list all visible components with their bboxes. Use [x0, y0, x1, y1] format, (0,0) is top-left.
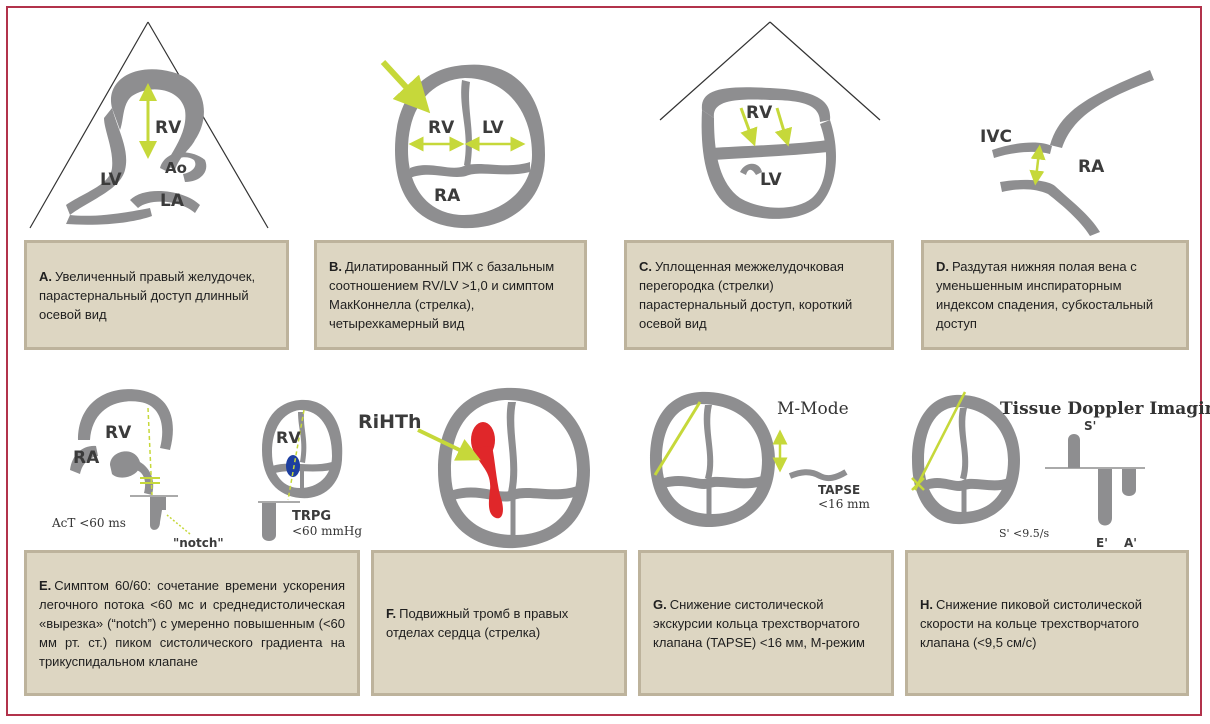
valve-ring-e — [110, 451, 140, 477]
notch-arrow-e — [167, 515, 190, 534]
panel-f-illustration: RiHTh — [358, 388, 590, 548]
caption-g-letter: G. — [653, 597, 667, 612]
label-ra-e: RA — [73, 448, 100, 468]
caption-g: G.Снижение систолической экскурсии кольц… — [638, 550, 894, 696]
thrombus-tail-f — [473, 446, 503, 518]
label-e-prime-h: E' — [1096, 536, 1108, 550]
caption-h: H.Снижение пиковой систолической скорост… — [905, 550, 1189, 696]
caption-h-letter: H. — [920, 597, 933, 612]
mcconnell-arrow-b — [383, 62, 418, 100]
valve-plane-h — [926, 478, 1008, 491]
panel-a-illustration: RV Ao LV LA — [30, 22, 268, 228]
a-wave-h — [1122, 469, 1136, 496]
label-trpg-val-e: <60 mmHg — [292, 524, 362, 538]
septum-h — [959, 408, 969, 480]
label-act-e: AcT <60 ms — [51, 516, 126, 530]
label-s-prime-h: S' — [1084, 419, 1096, 433]
label-la-a: LA — [160, 191, 185, 211]
mmode-trace-g — [790, 472, 846, 478]
panel-h-illustration: Tissue Doppler Imaging S' E' A' S' <9.5/… — [912, 392, 1210, 550]
label-lv-c: LV — [760, 170, 782, 190]
septum-arrow-2-c — [777, 108, 786, 138]
label-trpg-e: TRPG — [292, 509, 331, 524]
ra-upper-wall-d — [1050, 70, 1154, 148]
label-rv1-e: RV — [105, 423, 132, 443]
label-tdi-h: Tissue Doppler Imaging — [1000, 399, 1210, 419]
caption-a-text: Увеличенный правый желудочек, парастерна… — [39, 269, 255, 322]
panel-e-illustration: RV RA AcT <60 ms "notch" — [51, 389, 224, 550]
label-ivc-d: IVC — [980, 127, 1012, 147]
lv-indent-c — [740, 164, 762, 175]
label-lv-b: LV — [482, 118, 504, 138]
lv-wall-c — [702, 110, 836, 219]
caption-b-text: Дилатированный ПЖ с базальным соотношени… — [329, 259, 554, 331]
valve-plane-g — [664, 476, 762, 489]
ivc-diameter-arrow-d — [1036, 152, 1039, 178]
caption-f: F.Подвижный тромб в правых отделах сердц… — [371, 550, 627, 696]
label-ao-a: Ao — [165, 159, 187, 177]
label-ra-b: RA — [434, 186, 461, 206]
caption-c: C.Уплощенная межжелудочковая перегородка… — [624, 240, 894, 350]
label-tapse-val-g: <16 mm — [818, 497, 871, 511]
caption-e-letter: E. — [39, 578, 51, 593]
tr-envelope-e2 — [262, 503, 276, 541]
label-rihth-f: RiHTh — [358, 411, 422, 433]
e-wave-h — [1098, 469, 1112, 526]
caption-d-letter: D. — [936, 259, 949, 274]
caption-c-letter: C. — [639, 259, 652, 274]
ivc-lower-d — [1000, 180, 1100, 236]
panel-d-illustration: IVC RA — [980, 70, 1154, 236]
doppler-envelope-e — [150, 497, 166, 530]
label-rv-c: RV — [746, 103, 773, 123]
caption-e: E.Симптом 60/60: сочетание времени ускор… — [24, 550, 360, 696]
caption-f-text: Подвижный тромб в правых отделах сердца … — [386, 606, 568, 640]
panel-e2-illustration: RV TRPG <60 mmHg — [258, 400, 362, 541]
label-lv-a: LV — [100, 170, 122, 190]
label-rv-a: RV — [155, 118, 182, 138]
caption-c-text: Уплощенная межжелудочковая перегородка (… — [639, 259, 852, 331]
caption-a: A.Увеличенный правый желудочек, парастер… — [24, 240, 289, 350]
caption-d-text: Раздутая нижняя полая вена с уменьшенным… — [936, 259, 1153, 331]
caption-b-letter: B. — [329, 259, 342, 274]
caption-a-letter: A. — [39, 269, 52, 284]
label-a-prime-h: A' — [1124, 536, 1137, 550]
caption-e-text: Симптом 60/60: сочетание времени ускорен… — [39, 578, 345, 669]
caption-g-text: Снижение систолической экскурсии кольца … — [653, 597, 865, 650]
label-rv2-e: RV — [276, 428, 301, 447]
caption-h-text: Снижение пиковой систолической скорости … — [920, 597, 1142, 650]
caption-d: D.Раздутая нижняя полая вена с уменьшенн… — [921, 240, 1189, 350]
panel-c-illustration: RV LV — [660, 22, 880, 219]
label-ra-d: RA — [1078, 157, 1105, 177]
label-tapse-g: TAPSE — [818, 483, 860, 497]
septum-a — [66, 108, 126, 215]
label-notch-e: "notch" — [173, 536, 224, 550]
flattened-septum-c — [712, 140, 828, 160]
panel-b-illustration: RV LV RA — [383, 62, 545, 228]
label-s-val-h: S' <9.5/s — [999, 527, 1049, 540]
septum-f — [507, 402, 518, 494]
label-rv-b: RV — [428, 118, 455, 138]
septum-g — [704, 405, 714, 480]
s-wave-h — [1068, 434, 1080, 468]
caption-b: B.Дилатированный ПЖ с базальным соотноше… — [314, 240, 587, 350]
caption-f-letter: F. — [386, 606, 396, 621]
panel-g-illustration: M-Mode TAPSE <16 mm — [650, 392, 871, 527]
septum-b — [461, 80, 472, 168]
label-mmode-g: M-Mode — [777, 399, 849, 419]
lv-base-a — [66, 208, 152, 225]
